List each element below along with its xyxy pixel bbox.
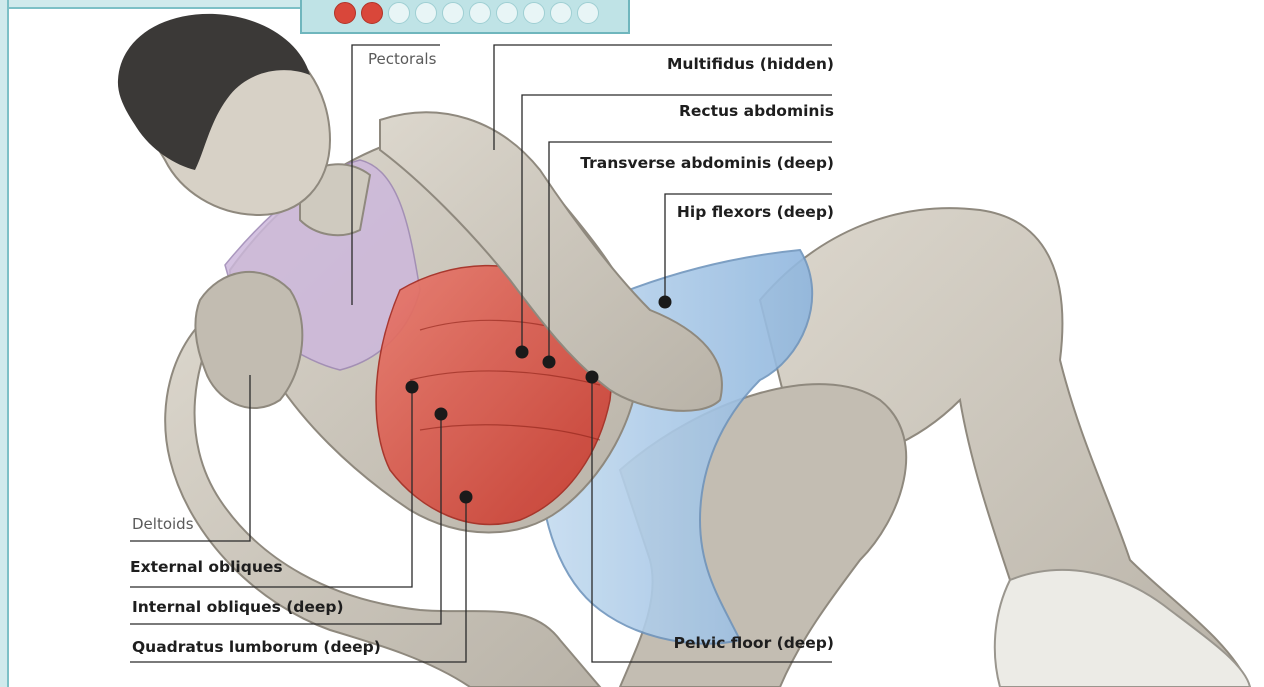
label-pectorals: Pectorals xyxy=(368,52,436,67)
label-rectus-abdominis: Rectus abdominis xyxy=(679,104,834,120)
label-hip-flexors: Hip flexors (deep) xyxy=(677,205,834,221)
label-deltoids: Deltoids xyxy=(132,517,194,532)
label-pelvic-floor: Pelvic floor (deep) xyxy=(674,636,834,652)
label-quadratus-lumborum: Quadratus lumborum (deep) xyxy=(132,640,381,656)
right-shoe xyxy=(995,570,1250,687)
deltoid xyxy=(195,272,302,408)
label-transverse-abdominis: Transverse abdominis (deep) xyxy=(580,156,834,172)
label-external-obliques: External obliques xyxy=(130,560,283,576)
label-internal-obliques: Internal obliques (deep) xyxy=(132,600,344,616)
label-multifidus: Multifidus (hidden) xyxy=(667,57,834,73)
